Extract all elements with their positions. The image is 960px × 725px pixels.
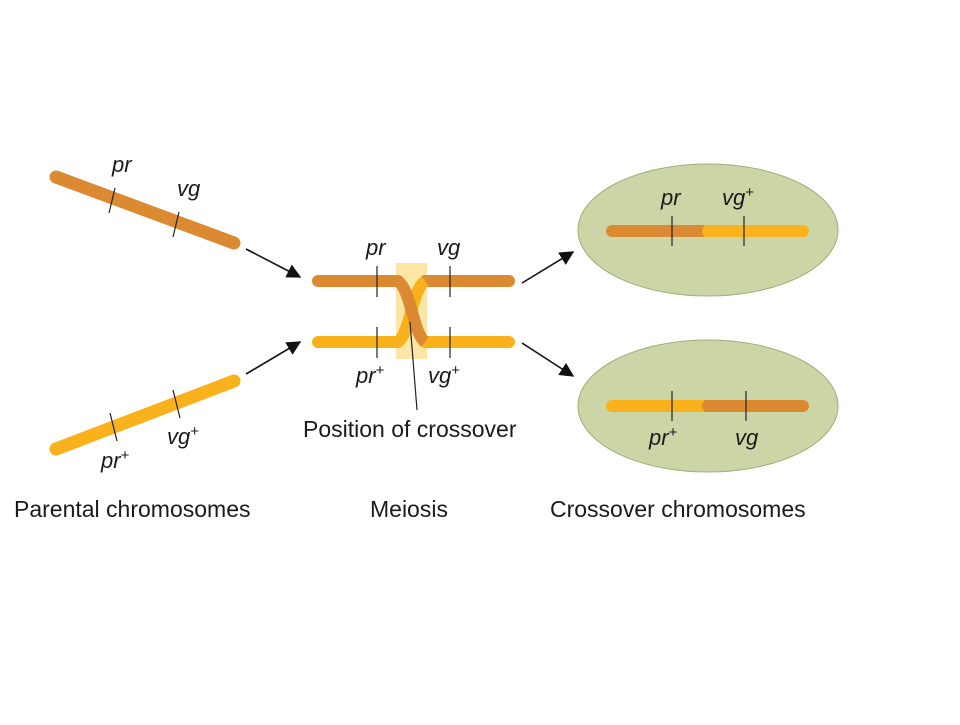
locus-tick-vg-plus [172, 389, 181, 419]
parental-top-label-vg: vg [177, 176, 201, 201]
parental-bottom-label-pr-plus: pr+ [100, 447, 130, 473]
meiosis-bottom-label-pr-plus: pr+ [355, 362, 385, 388]
arrow-meiosis-to-crossover-bottom [521, 342, 575, 377]
meiosis-bottom-label-vg-plus: vg+ [428, 362, 460, 388]
parental-chromosome-top [49, 170, 241, 250]
crossover-top-label-vg-plus: vg+ [722, 184, 754, 210]
parental-chromosomes: pr vg pr+ vg+ [49, 152, 241, 473]
parental-bottom-label-vg-plus: vg+ [167, 423, 199, 449]
crossover-top-label-pr: pr [660, 185, 682, 210]
arrow-parental-top-to-meiosis [245, 248, 302, 278]
crossover-bottom-label-pr-plus: pr+ [648, 424, 678, 450]
locus-tick-vg [172, 211, 180, 238]
crossover-position-label: Position of crossover [303, 416, 517, 442]
meiosis-pair: pr vg pr+ vg+ Position of crossover [303, 235, 517, 442]
crossover-strand-dark [393, 276, 430, 347]
arrow-parental-bottom-to-meiosis [245, 341, 302, 375]
locus-tick-pr [108, 187, 116, 214]
arrow-meiosis-to-crossover-top [521, 251, 575, 284]
crossover-top-junction [704, 225, 712, 237]
parental-chromosome-bottom [49, 374, 241, 456]
locus-tick-pr-plus [109, 412, 118, 442]
crossover-pointer-line [409, 321, 418, 411]
caption-meiosis: Meiosis [370, 496, 448, 522]
caption-parental-chromosomes: Parental chromosomes [14, 496, 251, 522]
crossover-chromosomes: pr vg+ pr+ vg [577, 163, 839, 473]
meiosis-top-label-pr: pr [365, 235, 387, 260]
meiosis-top-label-vg: vg [437, 235, 461, 260]
caption-crossover-chromosomes: Crossover chromosomes [550, 496, 806, 522]
crossover-bottom-label-vg: vg [735, 425, 759, 450]
crossover-bottom-junction [704, 400, 712, 412]
parental-top-label-pr: pr [111, 152, 133, 177]
